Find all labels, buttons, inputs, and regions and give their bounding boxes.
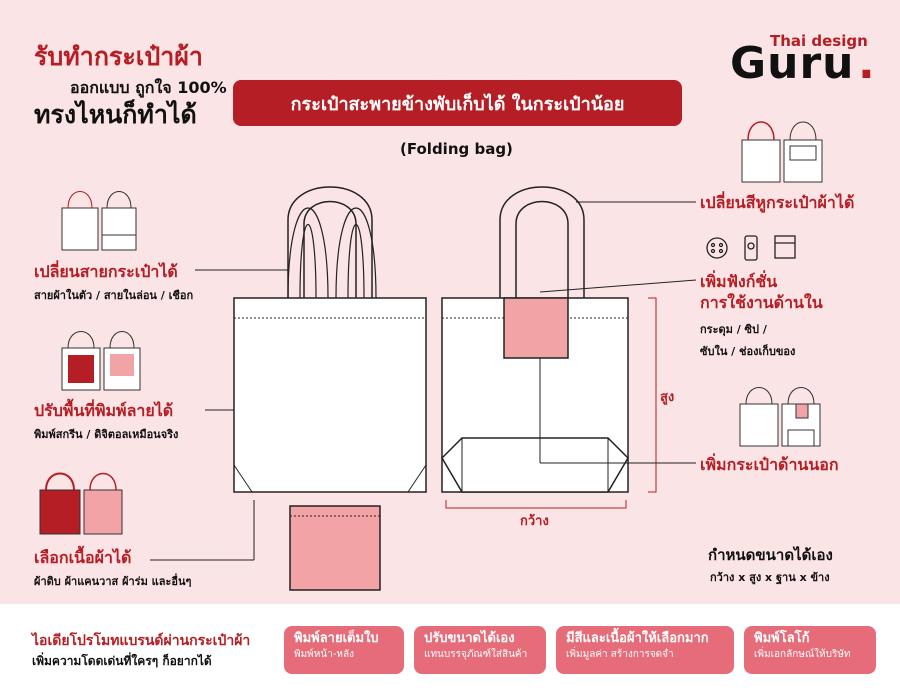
footer-promo-line1: ไอเดียโปรโมทแบรนด์ผ่านกระเป๋าผ้า (32, 633, 251, 649)
dimension-height-label: สูง (660, 390, 675, 405)
footer-pill-logo: พิมพ์โลโก้ เพิ่มเอกลักษณ์ให้บริษัท (744, 626, 876, 674)
feature-size-desc: กว้าง x สูง x ฐาน x ข้าง (710, 571, 830, 584)
feature-function-title1: เพิ่มฟังก์ชั่น (700, 272, 778, 291)
pill-title: พิมพ์โลโก้ (754, 631, 810, 646)
brand-name: Guru (730, 38, 855, 89)
pill-sub: เพิ่มเอกลักษณ์ให้บริษัท (754, 649, 851, 660)
feature-strap-desc: สายผ้าในตัว / สายในล่อน / เชือก (34, 289, 194, 302)
feature-handle-color: เปลี่ยนสีหูกระเป๋าผ้าได้ (700, 193, 855, 212)
footer-pill-colors: มีสีและเนื้อผ้าให้เลือกมาก เพิ่มมูลค่า ส… (556, 626, 734, 674)
footer-promo-line2: เพิ่มความโดดเด่นที่ใครๆ ก็อยากได้ (32, 654, 212, 668)
feature-function-desc2: ซับใน / ช่องเก็บของ (700, 345, 796, 358)
pill-title: มีสีและเนื้อผ้าให้เลือกมาก (566, 631, 709, 646)
brand-tagline: Thai design (770, 32, 868, 50)
feature-function-desc1: กระดุม / ซิป / (700, 323, 767, 336)
feature-outer-pocket: เพิ่มกระเป๋าด้านนอก (700, 455, 839, 474)
feature-fabric-desc: ผ้าดิบ ผ้าแคนวาส ผ้าร่ม และอื่นๆ (34, 575, 192, 588)
banner-title: กระเป๋าสะพายข้างพับเก็บได้ ในกระเป๋าน้อย (290, 93, 625, 115)
title-banner: กระเป๋าสะพายข้างพับเก็บได้ ในกระเป๋าน้อย (233, 80, 682, 126)
headline-line1: รับทำกระเป๋าผ้า (34, 42, 203, 71)
feature-size-title: กำหนดขนาดได้เอง (708, 546, 833, 564)
dimension-width-label: กว้าง (520, 514, 549, 529)
brand-logo: Thai design Guru . (730, 32, 880, 92)
pill-sub: พิมพ์หน้า-หลัง (294, 649, 355, 660)
pill-title: พิมพ์ลายเต็มใบ (294, 631, 379, 646)
feature-print-title: ปรับพื้นที่พิมพ์ลายได้ (34, 401, 174, 420)
pill-sub: แทนบรรจุภัณฑ์ใส่สินค้า (424, 649, 528, 660)
headline-line3: ทรงไหนก็ทำได้ (34, 100, 197, 129)
feature-fabric-title: เลือกเนื้อผ้าได้ (34, 548, 132, 567)
headline-line2: ออกแบบ ถูกใจ 100% (70, 78, 227, 97)
feature-strap-title: เปลี่ยนสายกระเป๋าได้ (34, 262, 178, 281)
feature-print-desc: พิมพ์สกรีน / ดิจิตอลเหมือนจริง (34, 428, 179, 441)
feature-function-title2: การใช้งานด้านใน (700, 293, 823, 312)
footer-pill-resize: ปรับขนาดได้เอง แทนบรรจุภัณฑ์ใส่สินค้า (414, 626, 546, 674)
footer-pill-fullprint: พิมพ์ลายเต็มใบ พิมพ์หน้า-หลัง (284, 626, 404, 674)
pill-title: ปรับขนาดได้เอง (424, 631, 515, 646)
banner-subtitle: (Folding bag) (400, 140, 513, 158)
pill-sub: เพิ่มมูลค่า สร้างการจดจำ (566, 649, 674, 660)
brand-dot: . (858, 38, 875, 89)
